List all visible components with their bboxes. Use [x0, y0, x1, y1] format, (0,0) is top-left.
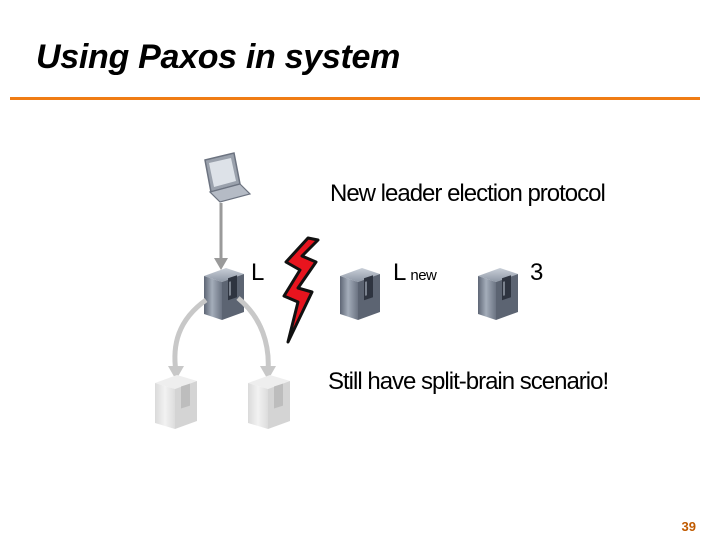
node-label-node-3: 3: [530, 259, 543, 287]
slide-title: Using Paxos in system: [36, 38, 401, 76]
arrow-leader-to-replica-2-head: [260, 366, 276, 380]
caption-election-protocol: New leader election protocol: [330, 180, 606, 207]
page-number: 39: [681, 519, 696, 534]
server-icon: [478, 268, 518, 320]
node-label-new-leader-text: L: [393, 259, 407, 286]
node-label-leader-text: L: [251, 259, 265, 286]
node-label-new-leader-subscript: new: [410, 267, 437, 284]
server-icon: [204, 268, 244, 320]
arrow-leader-to-replica-1: [172, 297, 208, 373]
lightning-bolt-icon: [282, 236, 320, 344]
arrow-laptop-to-leader-head: [214, 258, 228, 270]
server-icon: [248, 375, 290, 429]
server-icon: [340, 268, 380, 320]
caption-split-brain: Still have split-brain scenario!: [328, 368, 609, 395]
laptop-icon: [204, 152, 252, 203]
arrow-leader-to-replica-2: [236, 296, 271, 373]
node-label-leader: L: [251, 259, 264, 287]
node-label-node-3-text: 3: [530, 259, 544, 286]
title-rule: [10, 97, 700, 100]
arrow-leader-to-replica-1-head: [168, 366, 184, 380]
server-icon: [155, 375, 197, 429]
